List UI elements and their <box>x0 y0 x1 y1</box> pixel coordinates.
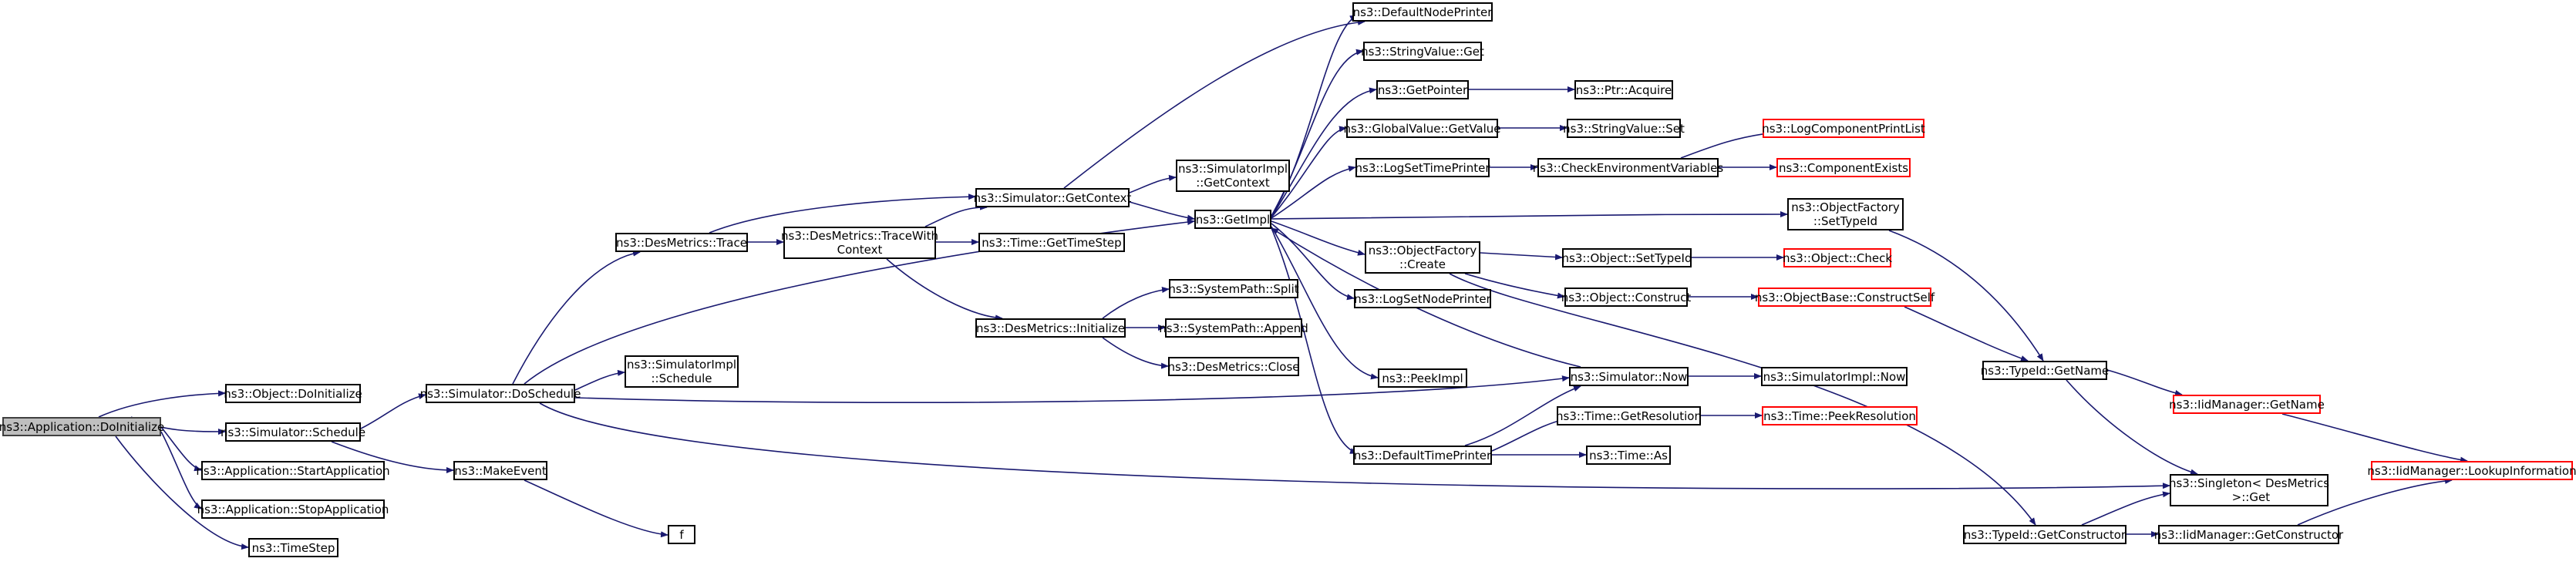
node-componentexists[interactable]: ns3::ComponentExists <box>1776 158 1911 177</box>
edge-doinit-timestep <box>115 436 249 550</box>
node-simulator-getcontext[interactable]: ns3::Simulator::GetContext <box>974 188 1131 207</box>
node-stringvalue-get[interactable]: ns3::StringValue::Get <box>1361 42 1484 61</box>
node-systempath-split[interactable]: ns3::SystemPath::Split <box>1168 279 1299 298</box>
edge-getimpl-defaulttimeprinter <box>1271 227 1358 454</box>
node-singleton-desmetrics-get[interactable]: ns3::Singleton< DesMetrics >::Get <box>2169 474 2329 506</box>
node-typeid-getconstructor[interactable]: ns3::TypeId::GetConstructor <box>1963 525 2126 544</box>
node-time-getresolution[interactable]: ns3::Time::GetResolution <box>1556 406 1702 425</box>
node-defaultnodeprinter[interactable]: ns3::DefaultNodePrinter <box>1352 2 1493 22</box>
edge-doschedule-singleton <box>539 402 2170 489</box>
edge-objfactorycreate-typeidgetconstructor <box>1449 273 2036 526</box>
node-getpointer[interactable]: ns3::GetPointer <box>1376 80 1469 99</box>
edge-defaulttimeprinter-getresolution <box>1491 417 1566 452</box>
node-desmetrics-initialize[interactable]: ns3::DesMetrics::Initialize <box>975 318 1126 338</box>
edge-getimpl-getpointer <box>1271 87 1377 218</box>
edge-twc-getcontext <box>924 203 988 227</box>
node-iidmanager-getconstructor[interactable]: ns3::IidManager::GetConstructor <box>2154 525 2343 544</box>
edge-objfactorysettypeid-typeidgetname <box>1888 230 2044 362</box>
node-simulatorimpl-getcontext[interactable]: ns3::SimulatorImpl ::GetContext <box>1176 160 1290 192</box>
node-object-check[interactable]: ns3::Object::Check <box>1783 248 1892 267</box>
node-systempath-append[interactable]: ns3::SystemPath::Append <box>1159 318 1308 338</box>
node-simulator-schedule[interactable]: ns3::Simulator::Schedule <box>221 422 365 442</box>
node-stringvalue-set[interactable]: ns3::StringValue::Set <box>1563 119 1685 138</box>
edge-iidgetconstructor-lookup <box>2297 477 2453 526</box>
edge-defaulttimeprinter-simnow <box>1464 385 1581 446</box>
node-desmetrics-tracewithcontext[interactable]: ns3::DesMetrics::TraceWith Context <box>781 227 938 259</box>
node-simulatorimpl-now[interactable]: ns3::SimulatorImpl::Now <box>1761 367 1908 386</box>
node-getimpl[interactable]: ns3::GetImpl <box>1194 210 1271 229</box>
node-desmetrics-trace[interactable]: ns3::DesMetrics::Trace <box>615 233 748 252</box>
edge-constructself-typeidgetname <box>1904 306 2029 362</box>
node-application-stopapplication[interactable]: ns3::Application::StopApplication <box>197 499 389 519</box>
edge-getimpl-objfactorysettypeid <box>1271 211 1788 220</box>
edge-schedule-doschedule <box>360 393 426 429</box>
edge-iidgetname-lookup <box>2281 413 2468 463</box>
node-time-as[interactable]: ns3::Time::As <box>1586 446 1671 465</box>
edge-doinit-stopapp <box>160 431 202 510</box>
node-application-startapplication[interactable]: ns3::Application::StartApplication <box>196 461 390 480</box>
edge-checkenv-logcomponentprintlist <box>1680 130 1774 159</box>
edge-getcontext-getimpl <box>1129 201 1195 221</box>
edge-doinit-objdoinit <box>98 390 226 418</box>
node-simulator-now[interactable]: ns3::Simulator::Now <box>1569 367 1689 386</box>
node-time-peekresolution[interactable]: ns3::Time::PeekResolution <box>1762 406 1918 425</box>
edge-getcontext-defaultnodeprinter <box>1063 18 1365 189</box>
node-desmetrics-close[interactable]: ns3::DesMetrics::Close <box>1168 357 1300 376</box>
node-ptr-acquire[interactable]: ns3::Ptr::Acquire <box>1574 80 1673 99</box>
edge-getimpl-globalvalue <box>1271 126 1347 218</box>
node-time-gettimestep[interactable]: ns3::Time::GetTimeStep <box>978 233 1125 252</box>
node-objectbase-constructself[interactable]: ns3::ObjectBase::ConstructSelf <box>1755 288 1935 307</box>
edge-doschedule-trace <box>512 250 641 385</box>
edge-schedule-makeevent <box>331 441 454 473</box>
edge-desinit-close <box>1102 337 1169 369</box>
node-application-doinitialize: ns3::Application::DoInitialize <box>0 417 164 436</box>
edge-typeidgetname-iidgetname <box>2106 369 2183 396</box>
node-simulatorimpl-schedule[interactable]: ns3::SimulatorImpl ::Schedule <box>625 355 739 388</box>
node-logsettimeprinter[interactable]: ns3::LogSetTimePrinter <box>1355 158 1490 177</box>
edge-getimpl-logsetnodeprinter <box>1271 223 1355 301</box>
node-timestep[interactable]: ns3::TimeStep <box>248 538 338 557</box>
edge-getimpl-objfactorycreate <box>1271 220 1365 256</box>
node-object-construct[interactable]: ns3::Object::Construct <box>1561 288 1691 307</box>
edge-trace-getcontext <box>709 193 976 234</box>
node-objectfactory-create[interactable]: ns3::ObjectFactory ::Create <box>1365 241 1480 274</box>
edge-doschedule-simnow <box>574 375 1570 404</box>
edge-makeevent-f <box>524 479 668 538</box>
node-checkenvironmentvariables[interactable]: ns3::CheckEnvironmentVariables <box>1533 158 1723 177</box>
edge-getconstructor-singleton <box>2081 491 2170 526</box>
edge-getimpl-logsettimeprinter <box>1271 165 1356 219</box>
node-makeevent[interactable]: ns3::MakeEvent <box>453 461 547 480</box>
edge-doinit-startapp <box>160 426 202 472</box>
node-f[interactable]: f <box>668 525 695 544</box>
node-objectfactory-settypeid[interactable]: ns3::ObjectFactory ::SetTypeId <box>1787 198 1904 230</box>
edge-getcontext-simimplgetcontext <box>1129 174 1177 193</box>
node-iidmanager-getname[interactable]: ns3::IidManager::GetName <box>2169 395 2325 414</box>
node-simulator-doschedule[interactable]: ns3::Simulator::DoSchedule <box>420 384 581 403</box>
node-typeid-getname[interactable]: ns3::TypeId::GetName <box>1981 361 2109 380</box>
edge-typeidgetname-singleton <box>2066 379 2198 476</box>
edge-getimpl-peekimpl <box>1271 226 1379 380</box>
node-object-settypeid[interactable]: ns3::Object::SetTypeId <box>1562 248 1692 267</box>
node-logcomponentprintlist[interactable]: ns3::LogComponentPrintList <box>1762 119 1925 138</box>
node-peekimpl[interactable]: ns3::PeekImpl <box>1378 368 1467 388</box>
node-iidmanager-lookupinformation[interactable]: ns3::IidManager::LookupInformation <box>2367 461 2576 480</box>
edge-doschedule-simimplschedule <box>574 369 625 391</box>
edge-objfactorycreate-objconstruct <box>1464 273 1565 299</box>
edge-desinit-split <box>1102 287 1170 319</box>
node-defaulttimeprinter[interactable]: ns3::DefaultTimePrinter <box>1353 446 1492 465</box>
node-object-doinitialize[interactable]: ns3::Object::DoInitialize <box>224 384 362 403</box>
node-logsetnodeprinter[interactable]: ns3::LogSetNodePrinter <box>1354 289 1491 308</box>
edge-objfactorycreate-objsettypeid <box>1480 252 1563 261</box>
edge-twc-desinit <box>886 258 1003 321</box>
node-globalvalue-getvalue[interactable]: ns3::GlobalValue::GetValue <box>1343 119 1501 138</box>
